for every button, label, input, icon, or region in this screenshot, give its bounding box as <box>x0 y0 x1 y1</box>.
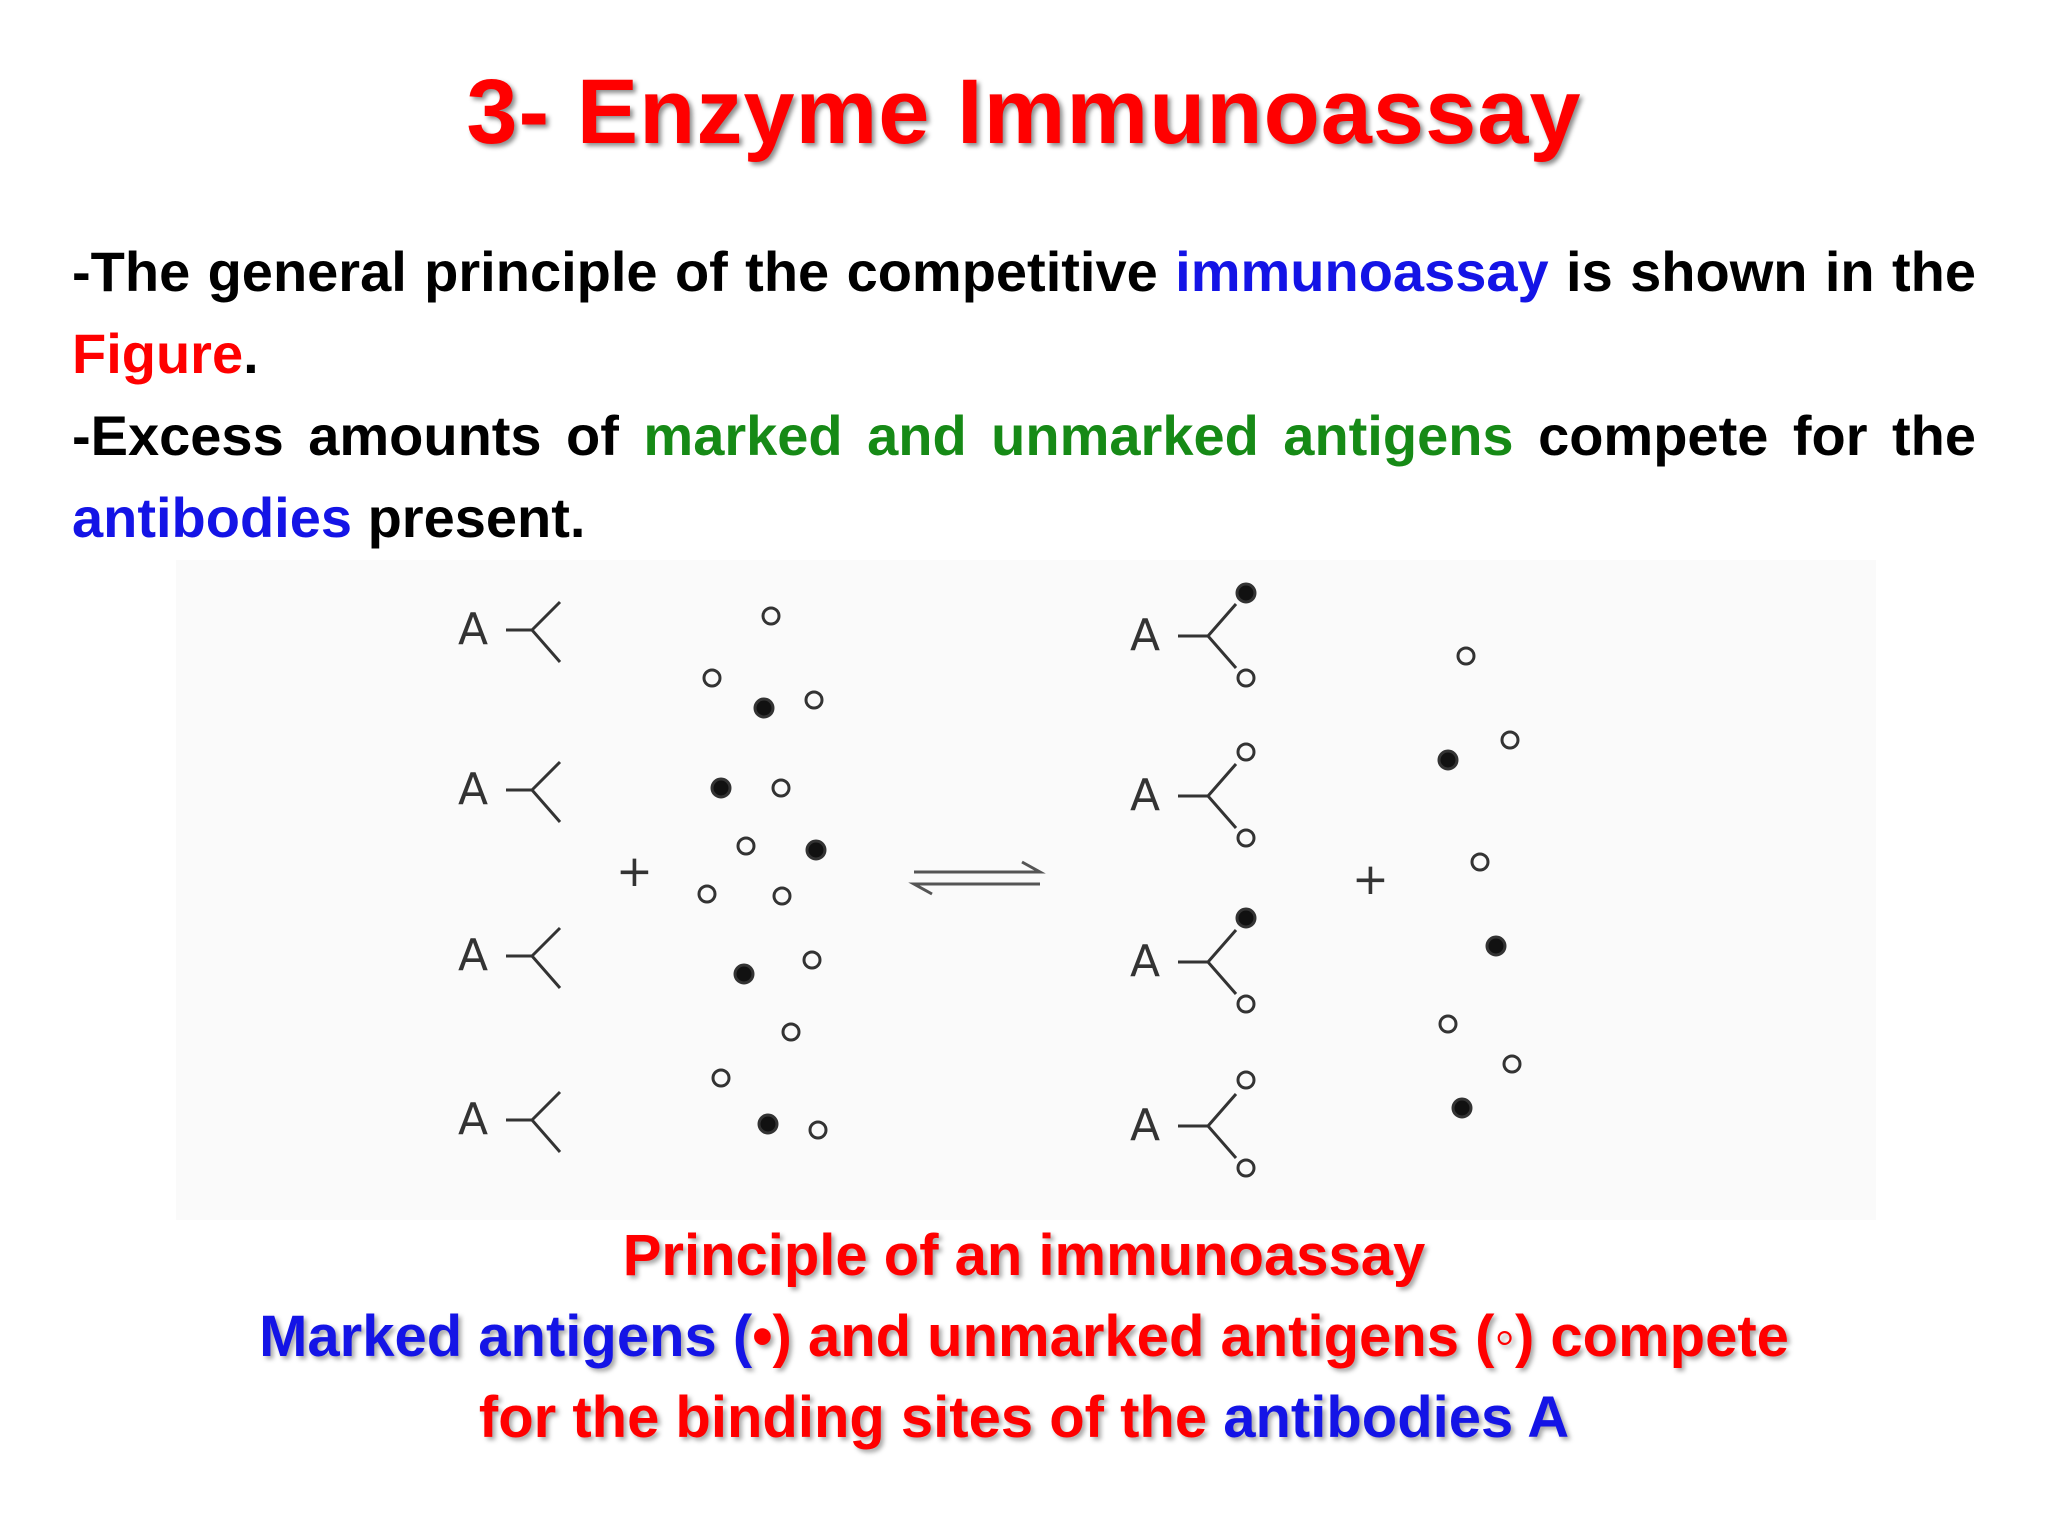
bullet-1-term-immunoassay: immunoassay <box>1175 240 1549 303</box>
unmarked-antigen <box>772 886 792 906</box>
unmarked-antigen <box>736 836 756 856</box>
marked-antigen <box>753 697 775 719</box>
plus-sign-left: + <box>616 846 653 897</box>
marked-antigen <box>1451 1097 1473 1119</box>
bullet-excess: -Excess amounts of marked and unmarked a… <box>72 395 1976 559</box>
caption-marked-symbol: • <box>752 1304 773 1369</box>
left-antibody-1: A <box>458 600 562 663</box>
caption-line-2: Marked antigens (•) and unmarked antigen… <box>0 1303 2048 1370</box>
right-antibody-3: A <box>1130 907 1257 1014</box>
right-antibody-4: A <box>1130 1070 1256 1178</box>
marked-antigen <box>1235 907 1257 929</box>
left-antibody-2: A <box>458 760 562 823</box>
left-antibody-3: A <box>458 926 562 989</box>
bullet-2-term-antigens: marked and unmarked antigens <box>643 404 1514 467</box>
caption-line-3: for the binding sites of the antibodies … <box>0 1384 2048 1451</box>
caption-title: Principle of an immunoassay <box>622 1223 1426 1288</box>
unmarked-antigen <box>1500 730 1520 750</box>
unmarked-antigen <box>702 668 722 688</box>
bullet-2-text-2: compete for the <box>1513 404 1976 467</box>
marked-antigen <box>1485 935 1507 957</box>
antibody-label: A <box>1130 770 1160 821</box>
immunoassay-diagram: A A A A + <box>176 560 1876 1220</box>
marked-antigen <box>1235 582 1257 604</box>
caption-and-unmarked-prefix: ) and unmarked antigens ( <box>772 1304 1495 1369</box>
bullet-principle: -The general principle of the competitiv… <box>72 231 1976 395</box>
unmarked-antigen <box>808 1120 828 1140</box>
unmarked-antigen <box>1236 1070 1256 1090</box>
marked-antigen <box>757 1113 779 1135</box>
marked-antigen <box>1437 749 1459 771</box>
caption-unmarked-symbol: ◦ <box>1494 1304 1515 1369</box>
unmarked-antigen <box>1236 668 1256 688</box>
unmarked-antigen <box>804 690 824 710</box>
antibody-label: A <box>458 604 488 655</box>
antibody-label: A <box>458 1094 488 1145</box>
unmarked-antigen <box>1236 1158 1256 1178</box>
unmarked-antigen <box>711 1068 731 1088</box>
bullet-2-text-1: -Excess amounts of <box>72 404 644 467</box>
right-antibody-2: A <box>1130 742 1256 848</box>
antibody-label: A <box>1130 936 1160 987</box>
bullet-2-text-3: present. <box>352 486 586 549</box>
unmarked-antigen <box>771 778 791 798</box>
slide-title: 3- Enzyme Immunoassay <box>466 61 1582 163</box>
antibody-label: A <box>458 764 488 815</box>
bullet-1-text-3: . <box>243 322 259 385</box>
caption-binding-sites: for the binding sites of the <box>478 1385 1224 1450</box>
antibody-label: A <box>458 930 488 981</box>
unmarked-antigen <box>802 950 822 970</box>
left-antibody-4: A <box>458 1090 562 1153</box>
unmarked-antigen <box>1470 852 1490 872</box>
equilibrium-arrows <box>908 860 1046 896</box>
marked-antigen <box>805 839 827 861</box>
bullet-2-term-antibodies: antibodies <box>72 486 353 549</box>
right-antibody-1: A <box>1130 582 1257 688</box>
unmarked-antigen <box>761 606 781 626</box>
unmarked-antigen <box>781 1022 801 1042</box>
diagram-svg: A A A A + <box>458 582 1522 1178</box>
unmarked-antigen <box>1438 1014 1458 1034</box>
antigen-pool-right <box>1437 646 1522 1119</box>
plus-sign-right: + <box>1352 854 1389 905</box>
bullet-1-text-2: is shown in the <box>1548 240 1976 303</box>
antibody-label: A <box>1130 610 1160 661</box>
antibody-label: A <box>1130 1100 1160 1151</box>
caption-antibodies-a: antibodies A <box>1223 1385 1570 1450</box>
bullet-1-term-figure: Figure <box>72 322 244 385</box>
unmarked-antigen <box>1236 828 1256 848</box>
caption-compete: ) compete <box>1514 1304 1789 1369</box>
antigen-pool-left <box>697 606 828 1140</box>
unmarked-antigen <box>1236 994 1256 1014</box>
marked-antigen <box>710 777 732 799</box>
unmarked-antigen <box>1236 742 1256 762</box>
unmarked-antigen <box>697 884 717 904</box>
unmarked-antigen <box>1502 1054 1522 1074</box>
marked-antigen <box>733 963 755 985</box>
bullet-1-text-1: -The general principle of the competitiv… <box>72 240 1176 303</box>
caption-marked-antigens: Marked antigens ( <box>259 1304 753 1369</box>
unmarked-antigen <box>1456 646 1476 666</box>
